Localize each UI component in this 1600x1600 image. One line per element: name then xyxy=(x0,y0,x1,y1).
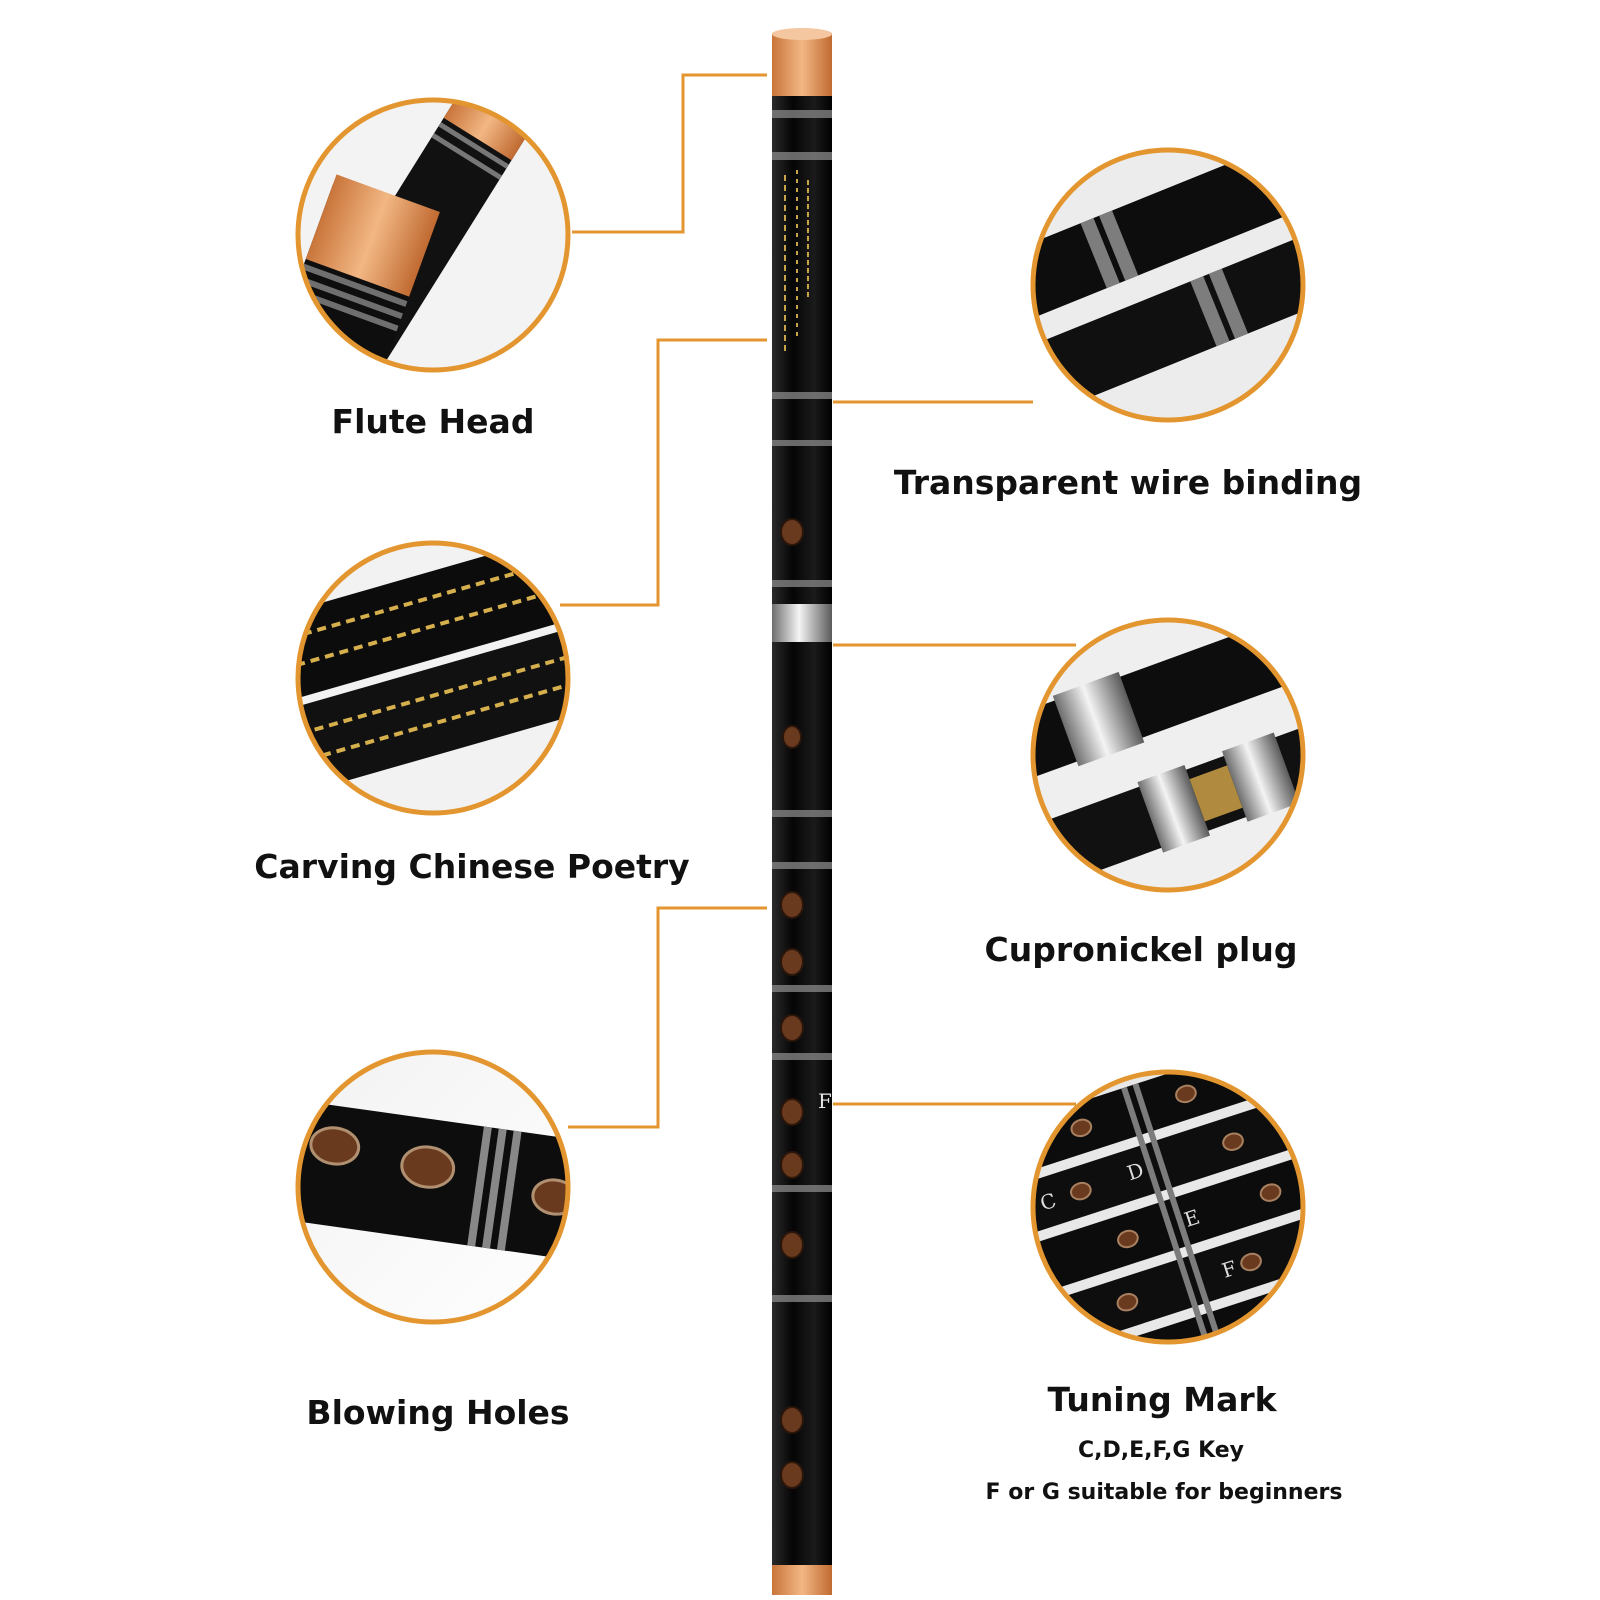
label-tuning-mark: Tuning Mark xyxy=(1047,1380,1277,1419)
blowing-holes-closeup-icon xyxy=(295,1049,571,1325)
tuning-hole-letter: E xyxy=(1181,1204,1202,1231)
flute: F xyxy=(772,28,832,1595)
flute-end-cap xyxy=(772,1565,832,1595)
flute-hole xyxy=(780,1461,804,1489)
connector-flute-head xyxy=(572,73,767,234)
flute-head-cap xyxy=(772,33,832,96)
label-blowing-holes: Blowing Holes xyxy=(306,1393,570,1432)
flute-hole xyxy=(782,725,802,749)
connector-blowing-holes xyxy=(568,906,767,1129)
label-cupronickel-plug: Cupronickel plug xyxy=(984,930,1298,969)
chinese-poetry-closeup-icon xyxy=(295,540,571,816)
flute-hole xyxy=(780,1151,804,1179)
tuning-hole-letter: D xyxy=(1124,1157,1147,1185)
label-tuning-keys: C,D,E,F,G Key xyxy=(1078,1438,1244,1463)
wire-binding-closeup-icon xyxy=(1030,147,1306,423)
label-flute-head: Flute Head xyxy=(331,402,535,441)
flute-body xyxy=(772,78,832,1588)
tuning-hole-letter: C xyxy=(1037,1188,1059,1216)
label-carving-chinese-poetry: Carving Chinese Poetry xyxy=(254,847,690,886)
flute-hole xyxy=(780,518,804,546)
flute-hole xyxy=(780,1014,804,1042)
flute-tuning-letter: F xyxy=(818,1089,832,1113)
label-transparent-wire-binding: Transparent wire binding xyxy=(893,463,1363,502)
flute-hole xyxy=(780,1406,804,1434)
flute-cupronickel-joint xyxy=(772,604,832,642)
tuning-mark-closeup-icon: C D E F xyxy=(1030,1069,1306,1345)
cupronickel-plug-closeup-icon xyxy=(1030,617,1306,893)
flute-hole xyxy=(780,948,804,976)
flute-poetry-carving xyxy=(784,170,809,355)
label-tuning-beginners: F or G suitable for beginners xyxy=(985,1480,1343,1505)
flute-hole xyxy=(780,891,804,919)
flute-hole xyxy=(780,1231,804,1259)
connector-carving-poetry xyxy=(560,338,767,607)
flute-hole xyxy=(780,1098,804,1126)
